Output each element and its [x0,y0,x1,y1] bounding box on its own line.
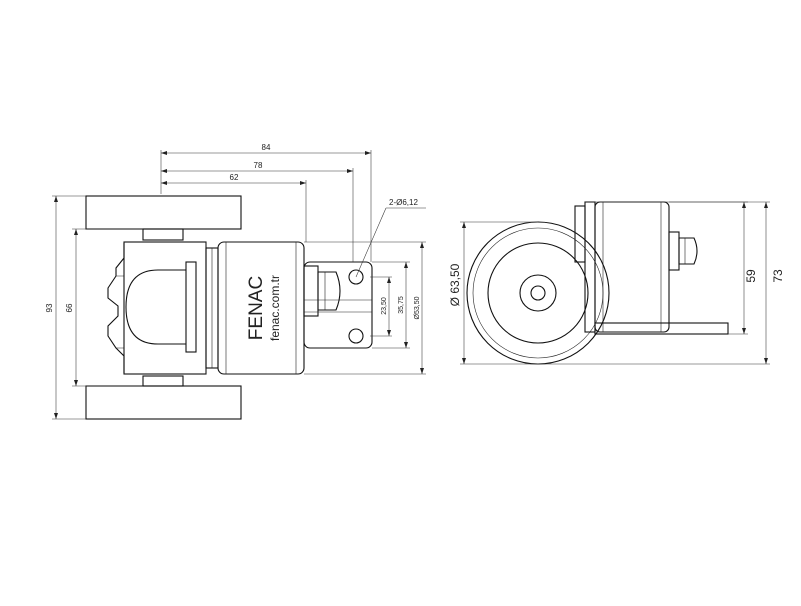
clamp-detail [116,275,124,349]
dim-length-mid: 78 [254,161,263,170]
dim-wheel-diameter: Ø 63,50 [448,263,462,306]
dim-hole-spacing: 23,50 [381,297,388,315]
wheel-hub [519,274,557,312]
mount-hole-bottom [348,328,364,344]
side-gland-base [668,231,680,271]
left-clamp [107,243,125,373]
dim-length-total: 84 [262,143,271,152]
dim-holes: 2-Ø6,12 [389,198,418,207]
top-flange-plate [85,195,242,230]
side-dimensions: Ø 63,50 59 73 [448,201,785,365]
wheel-axle-hole [530,285,546,301]
front-dimensions: 84 78 62 93 66 2-Ø6,12 23,50 [45,143,426,420]
wheel-rim [472,227,604,359]
front-view: FENAC fenac.com.tr [85,195,373,420]
cable-gland-base [303,265,319,317]
mount-hole-top [348,269,364,285]
brand-website: fenac.com.tr [268,275,282,341]
dim-side-height-total: 73 [771,269,785,283]
bottom-flange-plate [85,385,242,420]
dim-connector-height: 35,75 [398,296,405,314]
top-spacer [142,228,184,241]
dim-length-body: 62 [230,173,239,182]
brand-name: FENAC [246,276,267,340]
side-view [466,201,729,365]
side-gland [678,237,698,265]
mounting-bracket [303,261,373,349]
side-base-plate [594,322,729,335]
cable-gland [317,271,341,311]
dome [125,269,186,345]
dim-height-inner: 66 [65,303,74,312]
dim-height-total: 93 [45,303,54,312]
wheel-face [487,242,589,344]
dim-side-height-body: 59 [744,269,758,283]
dim-body-diameter: Ø53,50 [414,296,421,319]
housing-flange [584,201,596,333]
bottom-spacer [142,375,184,387]
dome-ring [185,261,197,353]
